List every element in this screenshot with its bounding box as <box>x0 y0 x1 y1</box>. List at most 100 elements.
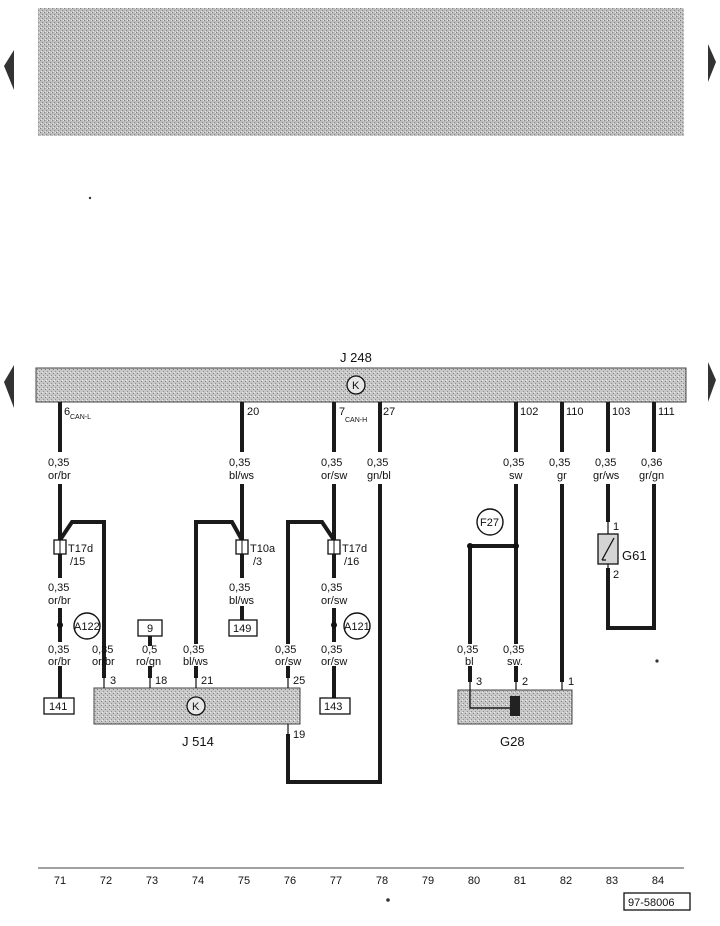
j248-pin-27: 27 <box>383 406 395 418</box>
ref-box-149: 149 <box>228 619 258 637</box>
j248-k-letter: K <box>352 380 360 392</box>
g61-sensor: 1 2 G61 <box>597 520 647 581</box>
column-number: 76 <box>284 875 296 887</box>
j514-pin-19: 19 <box>293 729 305 741</box>
ref-box-9: 9 <box>137 619 163 637</box>
right-page-marker-top <box>708 44 716 82</box>
wire-labels-top: 0,35 or/br 0,35 bl/ws 0,35 or/sw 0,35 gn… <box>48 457 664 482</box>
t10a-3-name: T10a <box>250 543 276 555</box>
wire-6-color: or/br <box>48 470 71 482</box>
wire-labels-mid: 0,35 or/br 0,35 bl/ws 0,35 or/sw <box>48 582 347 607</box>
wire-102-size: 0,35 <box>503 457 524 469</box>
wire-7-color: or/sw <box>321 470 347 482</box>
g61-pin-2: 2 <box>613 569 619 581</box>
speck <box>386 898 390 902</box>
wire-76-bot-color: or/sw <box>275 656 301 668</box>
wire-72-bot-size: 0,35 <box>92 644 113 656</box>
j248-pin-111: 111 <box>658 406 675 418</box>
wire-111-color: gr/gn <box>639 470 664 482</box>
g28-pin-3: 3 <box>476 676 482 688</box>
wire-111-size: 0,36 <box>641 457 662 469</box>
wire-6-mid-size: 0,35 <box>48 582 69 594</box>
speck <box>655 659 659 663</box>
j514-pin-21: 21 <box>201 675 213 687</box>
wire-72-bot-color: or/br <box>92 656 115 668</box>
j248-label: J 248 <box>340 350 372 365</box>
ref-149-text: 149 <box>233 623 251 635</box>
j514-label: J 514 <box>182 734 214 749</box>
junction-a121: A121 <box>331 612 371 640</box>
j514-k-letter: K <box>192 701 200 713</box>
wire-27-color: gn/bl <box>367 470 391 482</box>
column-number: 71 <box>54 875 66 887</box>
t17d-16-name: T17d <box>342 543 367 555</box>
column-number: 81 <box>514 875 526 887</box>
wire-27-size: 0,35 <box>367 457 388 469</box>
j514-pin-25: 25 <box>293 675 305 687</box>
wire-103-size: 0,35 <box>595 457 616 469</box>
column-number: 77 <box>330 875 342 887</box>
j514-pin-3: 3 <box>110 675 116 687</box>
j248-pin-6: 6 <box>64 406 70 418</box>
wire-6-mid-color: or/br <box>48 595 71 607</box>
wire-73-bot-size: 0,5 <box>142 644 157 656</box>
wire-110-color: gr <box>557 470 567 482</box>
wire-74-bot-size: 0,35 <box>183 644 204 656</box>
j514-k-symbol <box>186 696 206 716</box>
j248-pin-102: 102 <box>520 406 538 418</box>
column-number: 82 <box>560 875 572 887</box>
ref-9-text: 9 <box>147 623 153 635</box>
wire-20-mid-size: 0,35 <box>229 582 250 594</box>
column-number: 80 <box>468 875 480 887</box>
g28-pin-2: 2 <box>522 676 528 688</box>
column-number: 79 <box>422 875 434 887</box>
t17d-15-name: T17d <box>68 543 93 555</box>
wire-74-bot-color: bl/ws <box>183 656 209 668</box>
wire-81-bot-color: sw. <box>507 656 523 668</box>
j248-k-symbol <box>346 375 366 395</box>
wire-77-bot-color: or/sw <box>321 656 347 668</box>
column-number: 73 <box>146 875 158 887</box>
f27-switch: F27 <box>467 508 519 549</box>
j248-pin-110: 110 <box>566 406 584 418</box>
wire-71-bot-size: 0,35 <box>48 644 69 656</box>
j514-pins: 3 18 21 25 19 <box>103 675 305 741</box>
left-page-marker-top <box>4 50 14 90</box>
column-number: 74 <box>192 875 204 887</box>
top-shaded-panel <box>38 8 684 136</box>
left-page-marker-mid <box>4 365 14 408</box>
connector-t17d-16: T17d /16 <box>327 539 367 568</box>
column-number: 83 <box>606 875 618 887</box>
wire-labels-bottom: 0,35 or/br 0,35 or/br 0,5 ro/gn 0,35 bl/… <box>48 644 524 668</box>
wire-102-color: sw <box>509 470 523 482</box>
doc-id-box: 97-58006 <box>623 892 691 911</box>
wire-7-mid-color: or/sw <box>321 595 347 607</box>
a122-label: A122 <box>74 621 100 633</box>
wire-6-size: 0,35 <box>48 457 69 469</box>
g61-pin-1: 1 <box>613 521 619 533</box>
wire-20-mid-color: bl/ws <box>229 595 255 607</box>
wire-76-bot-size: 0,35 <box>275 644 296 656</box>
j248-pin-20: 20 <box>247 406 259 418</box>
wire-81-bot-size: 0,35 <box>503 644 524 656</box>
wire-7-size: 0,35 <box>321 457 342 469</box>
connector-t10a-3: T10a /3 <box>235 539 276 568</box>
t10a-3-pin: /3 <box>253 556 262 568</box>
g28-sensor: 3 2 1 G28 <box>457 676 574 749</box>
g28-label: G28 <box>500 734 525 749</box>
column-number: 84 <box>652 875 664 887</box>
a121-label: A121 <box>344 621 370 633</box>
junction-a122: A122 <box>57 612 101 640</box>
wire-110-size: 0,35 <box>549 457 570 469</box>
wire-20-size: 0,35 <box>229 457 250 469</box>
wire-73-bot-color: ro/gn <box>136 656 161 668</box>
wire-103-color: gr/ws <box>593 470 620 482</box>
t17d-16-pin: /16 <box>344 556 359 568</box>
wire-80-bot-size: 0,35 <box>457 644 478 656</box>
doc-id: 97-58006 <box>628 897 675 909</box>
j514-pin-18: 18 <box>155 675 167 687</box>
column-number: 75 <box>238 875 250 887</box>
t17d-15-pin: /15 <box>70 556 85 568</box>
